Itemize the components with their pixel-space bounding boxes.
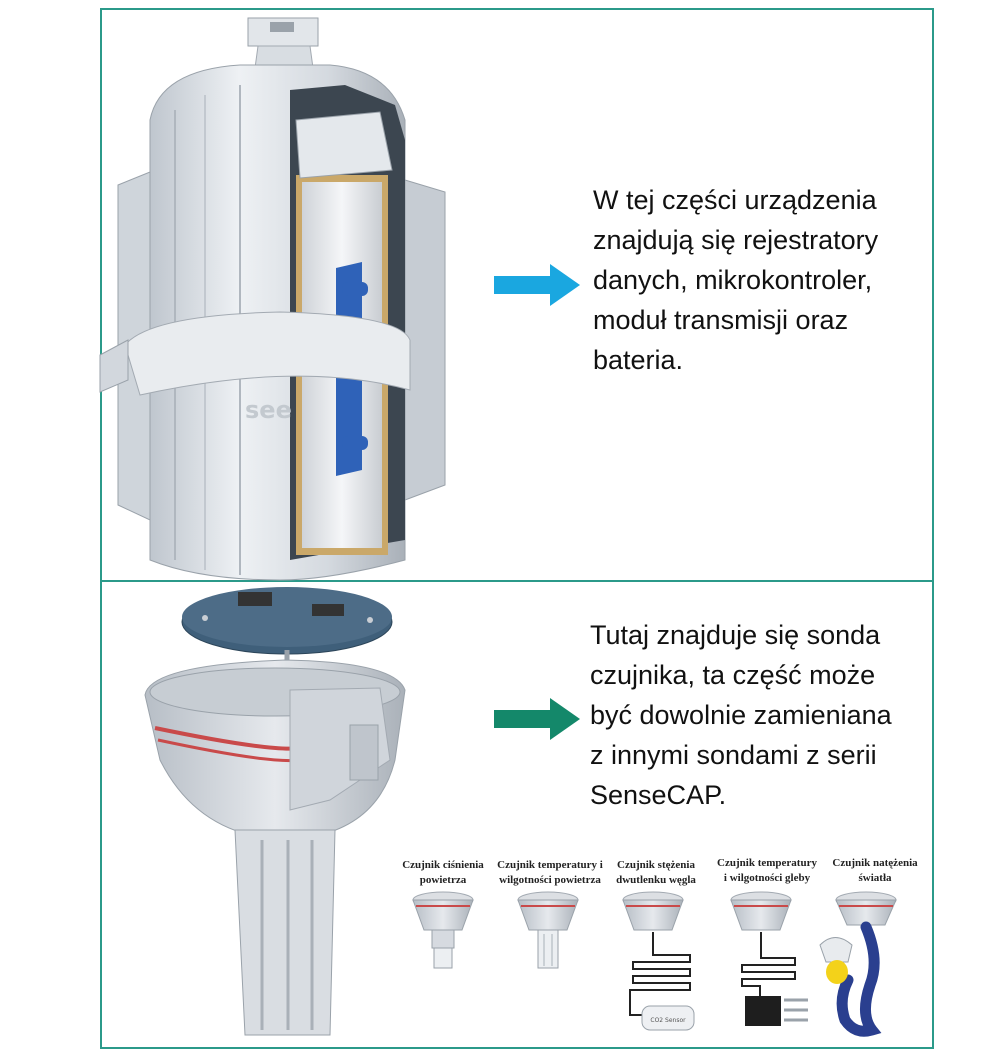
probe-label-air-temp-humidity: Czujnik temperatury i wilgotności powiet… <box>497 859 603 886</box>
probe-label-co2: Czujnik stężenia dwutlenku węgla <box>616 859 696 886</box>
probe-label-soil-temp-humidity: Czujnik temperatury i wilgotności gleby <box>717 857 817 884</box>
data-logger-housing: see <box>99 17 446 581</box>
probe-light-icon <box>819 891 897 1037</box>
probe-soil-temp-humidity-icon <box>730 891 808 1026</box>
probe-co2-icon: CO2 Sensor <box>622 891 695 1031</box>
housing-logo-text: see <box>245 396 292 424</box>
caption-top: W tej części urządzenia znajdują się rej… <box>593 185 879 375</box>
probe-pressure-icon <box>412 891 474 969</box>
arrow-top-icon <box>494 264 580 306</box>
co2-sensor-label: CO2 Sensor <box>650 1017 686 1024</box>
probe-label-pressure: Czujnik ciśnienia powietrza <box>402 859 484 886</box>
probe-label-light: Czujnik natężenia światła <box>832 857 918 884</box>
arrow-bottom-icon <box>494 698 580 740</box>
caption-bottom: Tutaj znajduje się sonda czujnika, ta cz… <box>590 620 892 810</box>
sensor-probe <box>144 587 406 1036</box>
probe-air-temp-humidity-icon <box>517 891 579 969</box>
